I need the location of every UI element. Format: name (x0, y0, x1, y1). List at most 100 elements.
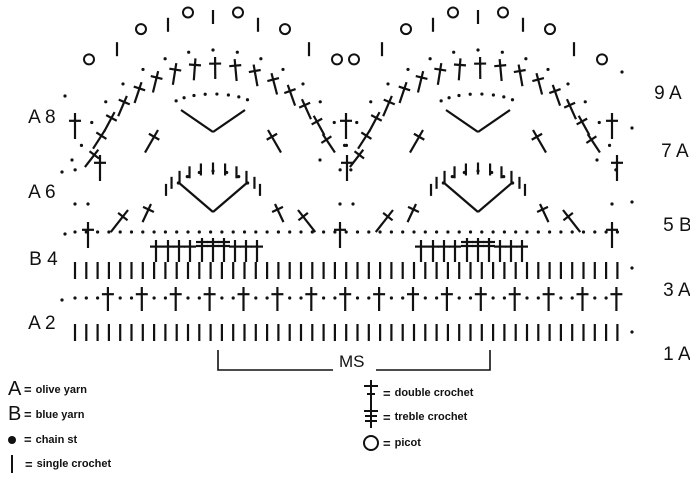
v-right (477, 109, 511, 133)
chain-stitch (129, 296, 134, 300)
picot (544, 23, 556, 36)
chain-stitch (163, 296, 167, 300)
chain-stitch (514, 230, 518, 234)
v-left (177, 181, 214, 213)
chain-stitch (220, 230, 224, 234)
double-crochet (585, 133, 601, 154)
chain-stitch (338, 168, 342, 172)
treble-crochet (472, 238, 484, 262)
chain-stitch (406, 67, 410, 72)
repeat-bracket (217, 350, 491, 371)
double-crochet (271, 203, 285, 223)
chain-stitch (176, 181, 180, 185)
double-crochet (150, 70, 163, 93)
picot-icon (363, 435, 379, 451)
chain-stitch (104, 100, 108, 104)
double-crochet (141, 203, 155, 223)
double-crochet (606, 113, 618, 139)
chain-stitch (332, 120, 336, 125)
double-crochet (474, 57, 487, 80)
chain-stitch (225, 170, 229, 175)
legend-eq: = (383, 385, 391, 401)
double-crochet (144, 129, 160, 154)
double-crochet (357, 129, 373, 150)
chain-stitch (259, 57, 263, 61)
row-label-4: B 4 (29, 249, 58, 270)
double-crochet (508, 287, 521, 311)
chain-stitch (211, 169, 215, 173)
picot (331, 53, 343, 66)
chain-stitch (90, 120, 94, 125)
legend-symbol-b: B (8, 403, 22, 425)
double-crochet (531, 129, 547, 154)
double-crochet (576, 115, 591, 136)
double-crochet (382, 95, 396, 117)
chain-stitch (435, 230, 439, 234)
double-crochet (415, 240, 427, 262)
row-label-5: 5 B (663, 215, 690, 236)
chain-stitch (237, 175, 241, 179)
treble-crochet-icon (364, 406, 378, 428)
chain-stitch (524, 57, 528, 61)
double-crochet (320, 133, 336, 154)
legend-eq: = (24, 382, 32, 397)
chain-stitch (121, 82, 125, 86)
chain-stitch (254, 230, 258, 234)
chain-stitch (197, 230, 201, 234)
treble-crochet (207, 238, 219, 262)
chain-stitch (226, 93, 230, 97)
double-crochet (92, 129, 108, 150)
legend-eq: = (383, 435, 391, 451)
chain-stitch (197, 296, 201, 300)
chain-stitch (441, 181, 445, 185)
double-crochet (169, 287, 182, 311)
chain-stitch (620, 70, 624, 74)
chain-stitch (457, 93, 461, 98)
double-crochet (229, 240, 241, 262)
legend-symbol-a: A (8, 378, 22, 400)
legend-item-chain-st: = chain st (8, 432, 77, 447)
v-right (212, 109, 246, 133)
double-crochet (339, 287, 352, 311)
double-crochet (109, 209, 129, 233)
chain-stitch (468, 296, 473, 300)
chain-stitch (452, 50, 456, 54)
double-crochet (173, 240, 185, 262)
double-crochet (532, 72, 545, 95)
double-crochet (542, 287, 555, 311)
chain-stitch (502, 296, 506, 300)
chain-stitch (476, 169, 480, 173)
legend-text: single crochet (36, 458, 112, 470)
double-crochet (188, 58, 202, 81)
row-label-7: 7 A (661, 141, 689, 162)
chain-stitch (163, 230, 167, 234)
double-crochet (398, 81, 411, 104)
chain-stitch (423, 230, 427, 234)
legend-item-olive-yarn: A = olive yarn (8, 378, 87, 401)
chain-stitch (536, 296, 540, 300)
picot (232, 6, 244, 19)
double-crochet (494, 58, 507, 82)
v-right (477, 181, 514, 213)
chain-stitch (73, 168, 77, 172)
chain-stitch (192, 93, 196, 98)
double-crochet (434, 62, 447, 86)
double-crochet (248, 64, 261, 87)
double-crochet (409, 129, 425, 154)
double-crochet (305, 287, 318, 311)
double-crochet (449, 240, 461, 262)
double-crochet (84, 148, 100, 168)
chain-stitch (428, 57, 432, 61)
chain-stitch (246, 181, 250, 185)
treble-crochet (218, 238, 230, 262)
v-left (180, 109, 214, 133)
chain-stitch (182, 96, 186, 100)
chain-stitch (174, 99, 178, 103)
chain-stitch (412, 230, 416, 234)
chain-stitch (186, 230, 190, 234)
chain-stitch (299, 296, 303, 300)
chain-stitch (86, 202, 90, 206)
picot (596, 53, 608, 66)
chain-stitch (310, 230, 314, 234)
legend-text: blue yarn (35, 408, 85, 421)
